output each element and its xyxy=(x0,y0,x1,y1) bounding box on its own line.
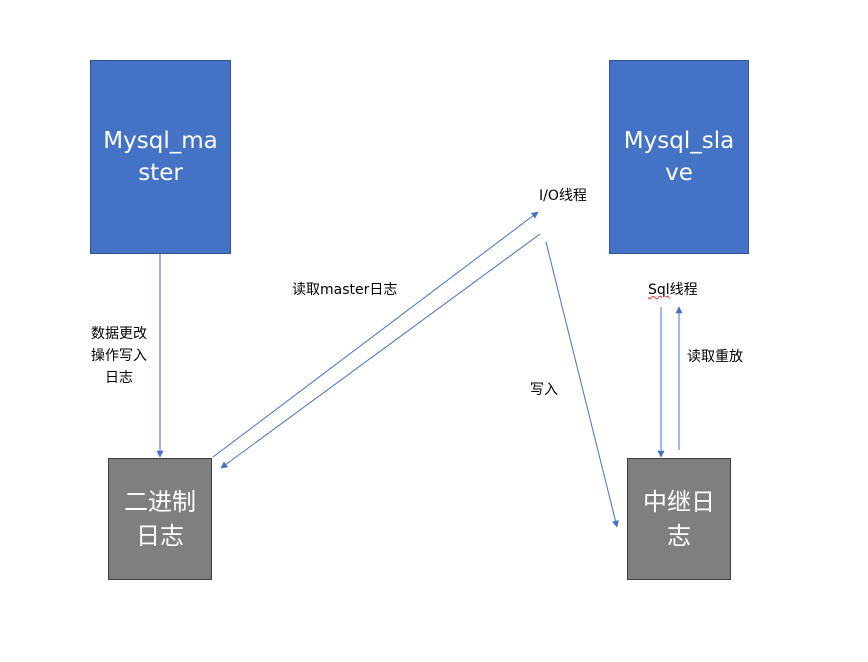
binlog-node: 二进制日志 xyxy=(108,458,212,580)
read-master-log-label: 读取master日志 xyxy=(292,282,398,298)
mysql-master-node: Mysql_master xyxy=(90,60,231,254)
sql-thread-label-suffix: 线程 xyxy=(669,282,698,298)
arrow-io-thread-to-relaylog xyxy=(545,241,619,528)
mysql-slave-node: Mysql_slave xyxy=(609,60,749,254)
io-thread-label: I/O线程 xyxy=(539,188,587,204)
sql-thread-label: Sql线程 xyxy=(648,279,698,301)
sql-thread-label-prefix: Sql xyxy=(648,282,670,298)
write-log-label: 数据更改 操作写入 日志 xyxy=(91,326,147,386)
write-in-label: 写入 xyxy=(530,382,558,398)
arrow-binlog-to-io-thread xyxy=(212,211,539,458)
relaylog-node: 中继日志 xyxy=(627,458,731,580)
read-replay-label: 读取重放 xyxy=(687,349,743,365)
arrow-io-thread-to-binlog xyxy=(220,233,541,469)
